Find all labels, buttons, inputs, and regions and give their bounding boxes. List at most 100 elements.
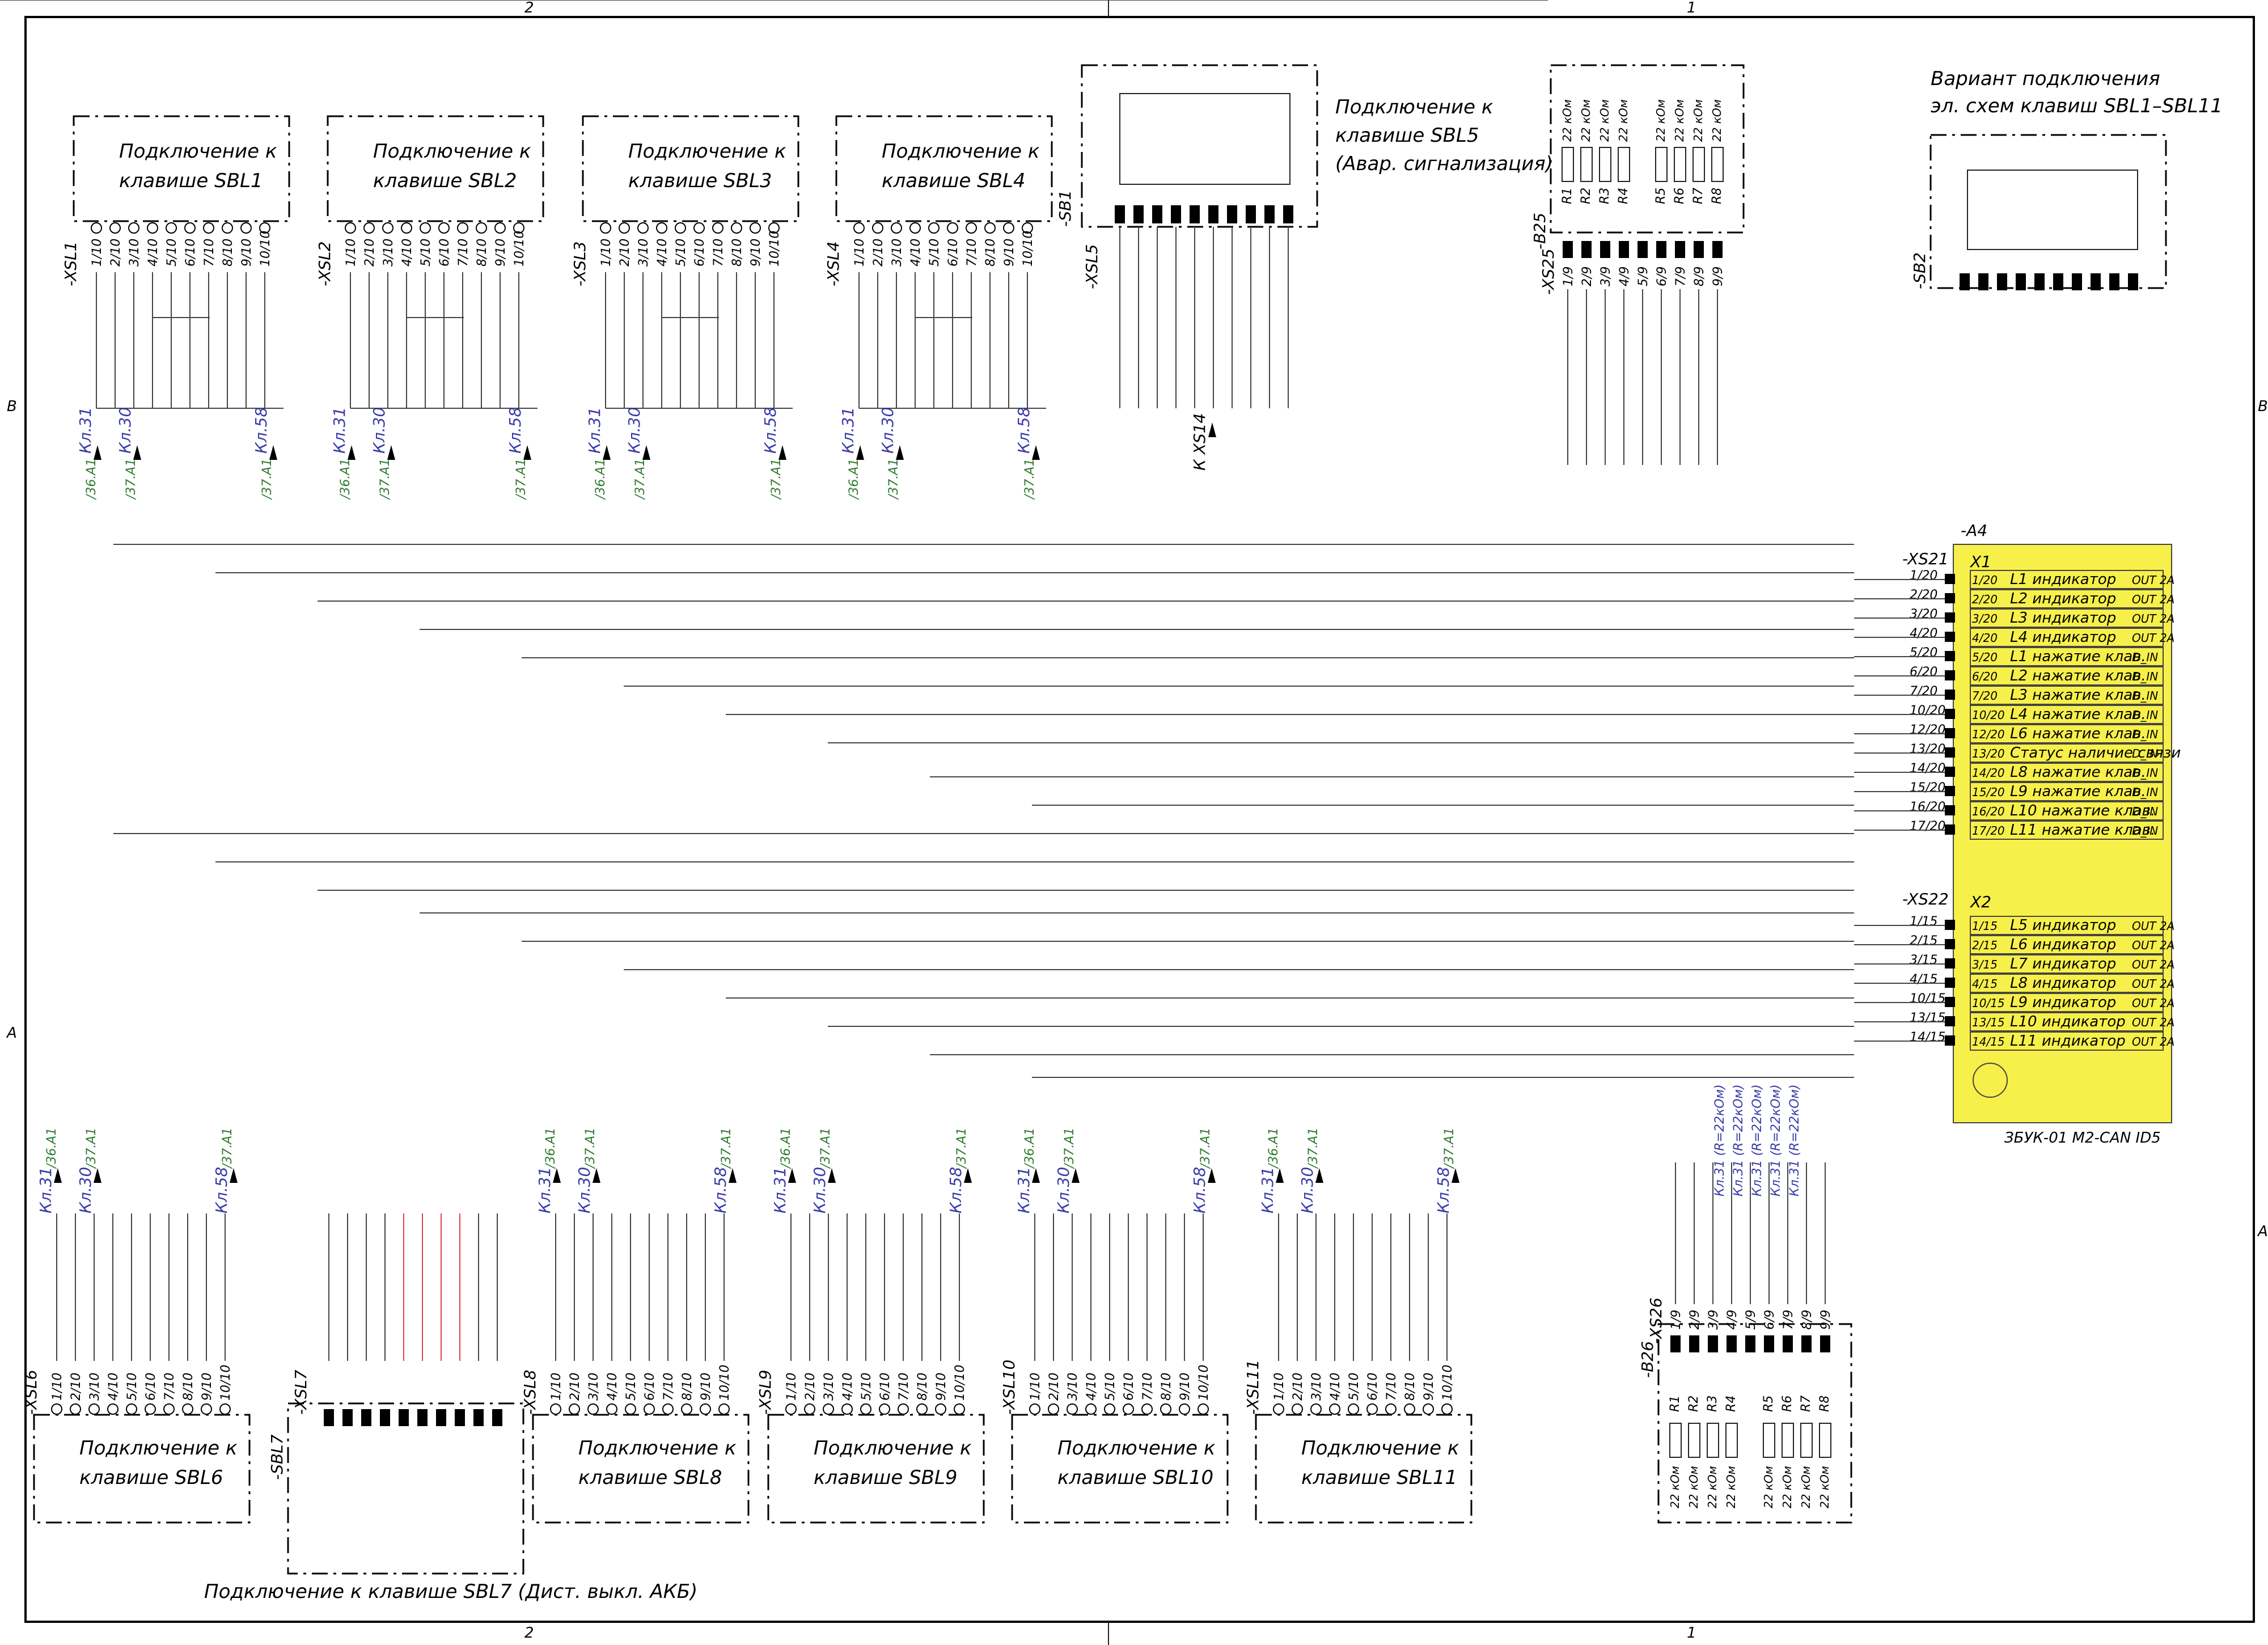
sbl5-title-line: Подключение к: [1335, 96, 1493, 119]
pin-label: 7/10: [1385, 1373, 1399, 1401]
pin-circle: [619, 222, 630, 234]
pin-label: 10/10: [718, 1365, 732, 1401]
x1-row-box: [1970, 628, 2164, 647]
x1-ext-pin: 12/20: [1910, 723, 1945, 737]
b26-pin-label: 8/9: [1800, 1310, 1814, 1330]
kl-label: Кл.31: [771, 1167, 789, 1213]
pin-label: 9/10: [240, 239, 254, 267]
sbl7-pin: [436, 1409, 446, 1426]
b26-pin: [1708, 1335, 1718, 1352]
x2-row-box: [1970, 993, 2164, 1012]
b25-pin: [1619, 241, 1629, 258]
x1-type: OUT 2A: [2132, 612, 2174, 625]
pin-circle: [731, 222, 742, 234]
addr-label: /36.A1: [544, 1128, 558, 1169]
bus-wires: [0, 0, 1854, 1078]
sbl5-pin: [1246, 205, 1256, 223]
x1-ext-pin: 4/20: [1910, 627, 1937, 641]
x1-pin: 1/20: [1972, 573, 1998, 587]
x1-pin: 2/20: [1972, 593, 1998, 606]
sbl7-pin: [342, 1409, 353, 1426]
pin-circle: [1003, 222, 1014, 234]
addr-label: /36.A1: [84, 459, 99, 500]
pin-circle: [860, 1403, 871, 1415]
x1-type: D_IN: [2132, 708, 2158, 722]
sbl5-frame: [1081, 64, 1318, 228]
sb2-pin: [2091, 273, 2101, 290]
addr-label: /36.A1: [45, 1128, 59, 1169]
pin-circle: [984, 222, 996, 234]
x2-pin: 3/15: [1972, 958, 1998, 971]
x1-pin: 5/20: [1972, 650, 1998, 664]
pin-circle: [345, 222, 356, 234]
b26-resistor-value: 22 кОм: [1762, 1466, 1775, 1508]
x1-signal: L6 нажатие клав.: [2010, 725, 2146, 742]
pin-label: 8/10: [730, 239, 744, 267]
b26-resistor: [1669, 1423, 1682, 1458]
sbl7-pin: [492, 1409, 502, 1426]
b26-pin-label: 1/9: [1669, 1310, 1683, 1330]
pin-circle: [219, 1403, 231, 1415]
block-title-line1: Подключение к: [882, 140, 1040, 163]
b26-resistor-value: 22 кОм: [1668, 1466, 1682, 1508]
pin-circle: [872, 222, 883, 234]
b25-resistor: [1711, 147, 1724, 182]
pin-label: 3/10: [128, 239, 142, 267]
sbl7-pin: [417, 1409, 428, 1426]
pin-label: 7/10: [202, 239, 217, 267]
pin-circle: [853, 222, 865, 234]
x2-ext-pin: 1/15: [1910, 915, 1937, 929]
pin-label: 4/10: [1085, 1373, 1099, 1401]
pin-circle: [1104, 1403, 1115, 1415]
b26-pin-label: 6/9: [1763, 1310, 1777, 1330]
block-frame: [532, 1414, 750, 1524]
b25-resistor: [1580, 147, 1593, 182]
b25-resistor: [1562, 147, 1574, 182]
x1-ext-pin: 5/20: [1910, 646, 1937, 660]
connector-label: -XSL1: [61, 242, 80, 286]
b25-resistor-value: 22 кОм: [1579, 99, 1593, 142]
block-frame: [835, 115, 1053, 222]
variant-switch-diagram: Вариант подключения эл. схем клавиш SBL1…: [1910, 67, 2223, 290]
kl-label: Кл.58: [1190, 1167, 1209, 1213]
pin-label: 8/10: [181, 1373, 196, 1401]
sb2-pin: [2109, 273, 2119, 290]
addr-label: /37.A1: [1442, 1128, 1457, 1169]
kl-arrow: [553, 1168, 561, 1183]
sbl5-pin: [1208, 205, 1218, 223]
sbl7-frame: [287, 1402, 524, 1575]
kl-label: Кл.30: [116, 407, 134, 454]
addr-label: /37.A1: [583, 1128, 598, 1169]
x1-ext-pin: 3/20: [1910, 607, 1937, 621]
x1-pin-block: [1945, 593, 1955, 603]
sbl5-pin: [1133, 205, 1144, 223]
sbl5-target: К XS14: [1190, 413, 1209, 471]
b25-pin: [1600, 241, 1610, 258]
x1-signal: L1 нажатие клав.: [2010, 648, 2146, 665]
b26-pin-label: 4/9: [1725, 1310, 1740, 1330]
x1-row-box: [1970, 666, 2164, 686]
kl-label: Кл.58: [1014, 407, 1033, 454]
pin-label: 5/10: [624, 1373, 638, 1401]
pin-circle: [1029, 1403, 1040, 1415]
zone-top-2: 2: [524, 0, 534, 16]
pin-label: 3/10: [822, 1373, 836, 1401]
x2-pin-block: [1945, 1016, 1955, 1026]
pin-label: 6/10: [878, 1373, 892, 1401]
pin-circle: [1292, 1403, 1303, 1415]
x1-ext-pin: 15/20: [1910, 781, 1945, 795]
x1-row-box: [1970, 570, 2164, 589]
b26-pin-label: 9/9: [1819, 1310, 1833, 1330]
x1-type: D_IN: [2132, 805, 2158, 818]
sbl7-caption: Подключение к клавише SBL7 (Дист. выкл. …: [204, 1580, 697, 1603]
pin-label: 7/10: [662, 1373, 676, 1401]
x1-type: D_IN: [2132, 747, 2158, 760]
b25-frame: [1550, 64, 1745, 234]
addr-label: /37.A1: [514, 459, 528, 500]
block-title-line2: клавише SBL4: [882, 170, 1026, 192]
x1-pin: 14/20: [1972, 766, 2005, 780]
